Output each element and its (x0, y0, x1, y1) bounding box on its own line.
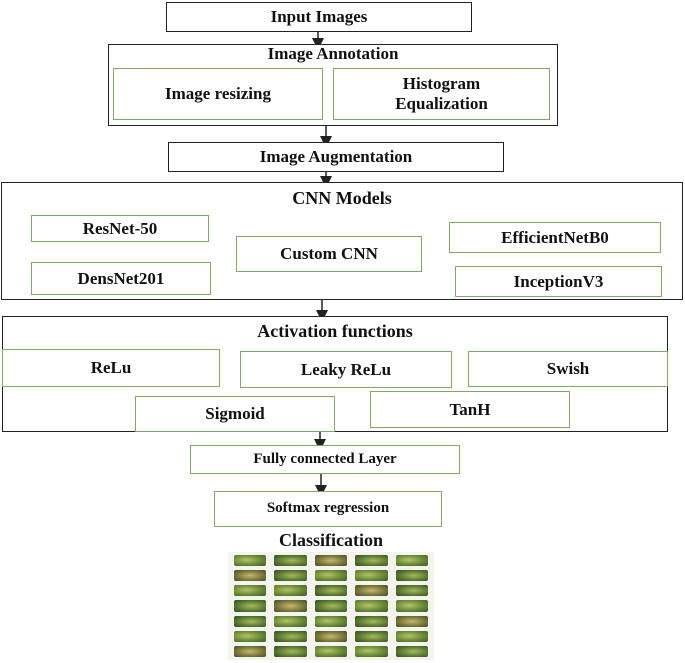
leaf-sample-thumbnail (314, 600, 348, 612)
image-augmentation-label: Image Augmentation (259, 147, 413, 167)
leaf-sample-thumbnail (355, 600, 388, 612)
leaf-sample-thumbnail (234, 615, 267, 627)
custom-cnn-box: Custom CNN (236, 236, 422, 272)
fully-connected-layer-label: Fully connected Layer (253, 450, 397, 467)
leaf-sample-thumbnail (395, 645, 428, 657)
leaf-sample-thumbnail (314, 570, 348, 582)
leaf-sample-thumbnail (395, 615, 428, 627)
leaf-sample-thumbnail (355, 570, 388, 582)
input-images-label: Input Images (270, 7, 368, 27)
leaf-sample-thumbnail (355, 615, 388, 627)
leaf-sample-thumbnail (274, 645, 307, 657)
input-images-box: Input Images (166, 2, 472, 32)
leaf-sample-thumbnail (234, 630, 267, 642)
leaf-sample-thumbnail (314, 555, 348, 567)
efficientnetb0-box: EfficientNetB0 (449, 222, 661, 253)
histogram-label-line1: Histogram (402, 74, 481, 94)
leaf-sample-thumbnail (274, 600, 307, 612)
leaf-sample-thumbnail (234, 600, 267, 612)
efficientnetb0-label: EfficientNetB0 (501, 227, 609, 247)
leaf-sample-thumbnail (355, 555, 388, 567)
densnet201-label: DensNet201 (77, 268, 165, 288)
resnet-50-label: ResNet-50 (82, 218, 158, 238)
classification-title: Classification (278, 530, 383, 550)
custom-cnn-label: Custom CNN (280, 244, 378, 264)
leaf-sample-thumbnail (314, 585, 348, 597)
leaf-sample-thumbnail (234, 645, 267, 657)
tanh-label: TanH (449, 399, 491, 419)
leaf-sample-thumbnail (274, 630, 307, 642)
leaf-sample-thumbnail (395, 585, 428, 597)
softmax-regression-box: Softmax regression (214, 491, 442, 527)
leaf-sample-thumbnail (234, 570, 267, 582)
leaf-sample-thumbnail (234, 555, 267, 567)
histogram-label-line2: Equalization (395, 94, 488, 113)
leaf-sample-thumbnail (395, 630, 428, 642)
softmax-regression-label: Softmax regression (266, 500, 390, 517)
inceptionv3-label: InceptionV3 (513, 271, 604, 291)
leaky-relu-label: Leaky ReLu (300, 359, 392, 379)
activation-functions-title: Activation functions (257, 321, 413, 341)
tanh-box: TanH (370, 391, 570, 428)
image-annotation-title: Image Annotation (267, 44, 399, 63)
leaf-sample-thumbnail (314, 630, 348, 642)
image-resizing-box: Image resizing (113, 68, 323, 120)
sigmoid-box: Sigmoid (135, 396, 335, 432)
relu-label: ReLu (90, 358, 132, 378)
leaf-sample-thumbnail (234, 585, 267, 597)
leaf-sample-thumbnail (274, 585, 307, 597)
cnn-models-title: CNN Models (292, 188, 392, 208)
leaf-sample-thumbnail (355, 585, 388, 597)
leaf-sample-thumbnail (314, 615, 348, 627)
sigmoid-label: Sigmoid (205, 404, 265, 424)
image-resizing-label: Image resizing (165, 84, 271, 104)
leaf-sample-thumbnail (395, 600, 428, 612)
leaf-sample-thumbnail (395, 555, 428, 567)
relu-box: ReLu (2, 349, 220, 387)
leaf-sample-thumbnail (314, 645, 348, 657)
image-augmentation-box: Image Augmentation (168, 142, 504, 172)
swish-box: Swish (468, 351, 668, 387)
leaf-sample-thumbnail (274, 555, 307, 567)
resnet-50-box: ResNet-50 (31, 215, 209, 242)
leaky-relu-box: Leaky ReLu (240, 351, 452, 388)
inceptionv3-box: InceptionV3 (455, 266, 662, 297)
leaf-sample-thumbnail (395, 570, 428, 582)
leaf-sample-thumbnail (355, 645, 388, 657)
leaf-sample-thumbnail (355, 630, 388, 642)
leaf-sample-thumbnail (274, 615, 307, 627)
classification-sample-grid (228, 552, 434, 660)
fully-connected-layer-box: Fully connected Layer (190, 445, 460, 474)
swish-label: Swish (546, 359, 590, 379)
densnet201-box: DensNet201 (31, 262, 211, 295)
leaf-sample-thumbnail (274, 570, 307, 582)
histogram-equalization-box: Histogram Equalization (333, 68, 550, 120)
